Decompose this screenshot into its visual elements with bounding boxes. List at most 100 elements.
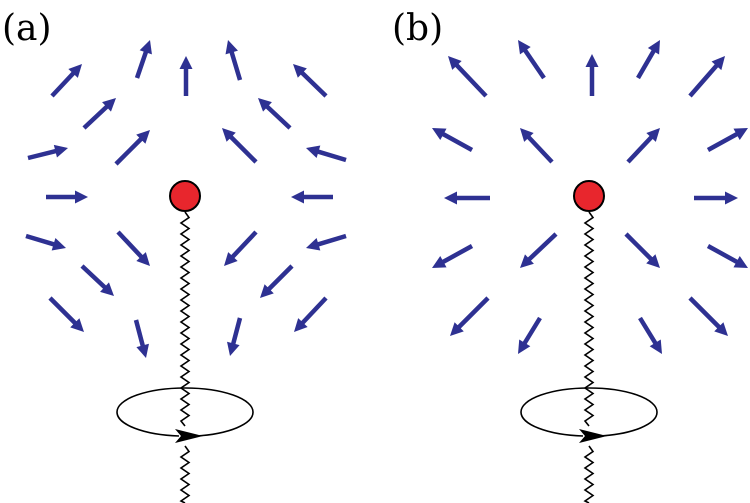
field-arrows-b	[432, 40, 748, 354]
field-arrow-a-14-shaft	[316, 233, 347, 247]
field-arrow-a-12	[291, 190, 333, 204]
field-arrow-a-2-shaft	[229, 50, 243, 81]
field-arrow-b-13-head	[520, 254, 534, 268]
field-arrow-b-17-shaft	[522, 316, 542, 345]
field-arrow-b-16-head	[714, 322, 728, 336]
field-arrow-b-13	[520, 232, 558, 268]
field-arrow-a-13	[25, 233, 66, 251]
field-arrow-b-14-head	[646, 254, 660, 268]
field-arrow-a-5-head	[102, 98, 116, 112]
field-arrow-a-12-head	[291, 190, 304, 204]
field-arrow-b-2-head	[647, 40, 660, 55]
field-arrow-b-0-head	[518, 40, 531, 55]
field-arrow-b-18-head	[649, 339, 662, 354]
field-arrow-a-2	[225, 40, 243, 81]
field-arrow-a-13-shaft	[25, 233, 56, 247]
field-arrow-b-8-shaft	[706, 131, 739, 152]
field-arrow-b-1-head	[585, 54, 599, 67]
field-arrow-a-4	[293, 64, 328, 98]
field-arrow-a-10	[222, 128, 258, 164]
field-arrow-a-0	[134, 40, 152, 79]
field-arrow-a-9	[114, 130, 150, 166]
field-arrow-a-17-shaft	[80, 264, 107, 290]
rotation-loop-b	[520, 387, 658, 443]
field-arrow-b-4-head	[711, 56, 725, 71]
field-arrow-b-5	[520, 128, 554, 164]
rotation-loop-a-arrow-icon	[175, 429, 203, 443]
field-arrow-a-0-shaft	[134, 50, 149, 79]
field-arrow-a-14-head	[306, 238, 321, 251]
field-arrow-b-9	[444, 191, 490, 205]
field-arrow-a-5-shaft	[82, 104, 109, 130]
field-arrow-b-15	[450, 296, 490, 336]
field-arrow-b-7-shaft	[441, 131, 474, 152]
field-arrow-a-15	[116, 230, 150, 266]
field-arrow-a-11	[46, 190, 88, 204]
rotation-loop-a	[116, 387, 254, 443]
string-b	[583, 211, 595, 503]
field-arrow-b-0	[518, 40, 546, 80]
field-arrow-b-17-head	[518, 339, 531, 354]
field-arrow-a-20	[294, 296, 328, 332]
field-arrow-a-15-head	[136, 252, 150, 266]
string-upper-b	[583, 211, 595, 427]
field-arrow-b-16	[688, 296, 728, 336]
field-arrow-b-12-shaft	[706, 244, 739, 265]
field-arrow-b-7	[432, 128, 474, 152]
field-arrow-b-8	[706, 128, 748, 152]
field-arrow-a-10-shaft	[228, 134, 258, 164]
field-arrow-a-18-shaft	[266, 264, 294, 292]
field-arrow-b-3	[448, 56, 488, 98]
field-arrow-b-11-shaft	[441, 244, 474, 265]
field-arrow-a-11-head	[75, 190, 88, 204]
field-arrow-a-19	[48, 296, 84, 332]
field-arrow-b-18	[638, 316, 662, 354]
charge-sphere-b	[573, 180, 605, 212]
rotation-loop-b-ellipse	[520, 387, 658, 437]
field-arrow-a-19-shaft	[48, 296, 78, 326]
field-arrow-a-9-head	[136, 130, 150, 144]
field-arrow-b-12	[706, 244, 748, 268]
field-arrow-a-20-shaft	[300, 296, 328, 325]
panel-a: (a)	[2, 8, 347, 503]
field-arrow-b-7-head	[432, 128, 447, 140]
field-arrow-b-15-head	[450, 322, 464, 336]
field-arrow-a-8-shaft	[316, 149, 347, 163]
charge-sphere-a	[169, 180, 201, 212]
field-arrows-a	[25, 40, 347, 358]
field-arrow-a-4-head	[293, 64, 307, 78]
field-arrow-b-15-shaft	[456, 296, 490, 330]
string-a	[179, 211, 191, 503]
field-arrow-a-21-head	[136, 343, 149, 358]
field-arrow-a-0-head	[139, 40, 152, 55]
field-arrow-a-6-head	[258, 98, 272, 112]
field-arrow-a-8-head	[306, 145, 321, 158]
field-arrow-a-18-head	[260, 284, 274, 298]
field-arrow-a-21	[133, 319, 149, 358]
field-arrow-b-4	[688, 56, 725, 98]
field-arrow-a-1-head	[179, 56, 193, 69]
field-arrow-a-1	[179, 56, 193, 96]
field-arrow-b-14-shaft	[624, 232, 654, 262]
field-arrow-a-8	[306, 145, 347, 163]
field-arrow-a-16	[224, 230, 258, 266]
field-arrow-b-14	[624, 232, 660, 268]
field-arrow-a-7	[27, 144, 68, 161]
field-arrow-a-17-head	[100, 282, 114, 296]
field-arrow-a-10-head	[222, 128, 236, 142]
field-arrow-b-0-shaft	[522, 48, 546, 80]
field-arrow-b-2	[636, 40, 660, 80]
field-arrow-b-2-shaft	[636, 49, 656, 80]
field-arrow-b-11	[432, 244, 474, 268]
field-arrow-a-2-head	[225, 40, 238, 55]
panel-b-label: (b)	[392, 8, 443, 49]
field-arrow-a-20-head	[294, 318, 308, 332]
field-arrow-a-13-head	[51, 238, 66, 251]
field-arrow-a-7-head	[53, 144, 68, 158]
field-arrow-b-4-shaft	[688, 63, 719, 98]
field-arrow-b-11-head	[432, 256, 447, 268]
panel-b: (b)	[392, 8, 748, 503]
field-arrow-a-16-head	[224, 252, 238, 266]
